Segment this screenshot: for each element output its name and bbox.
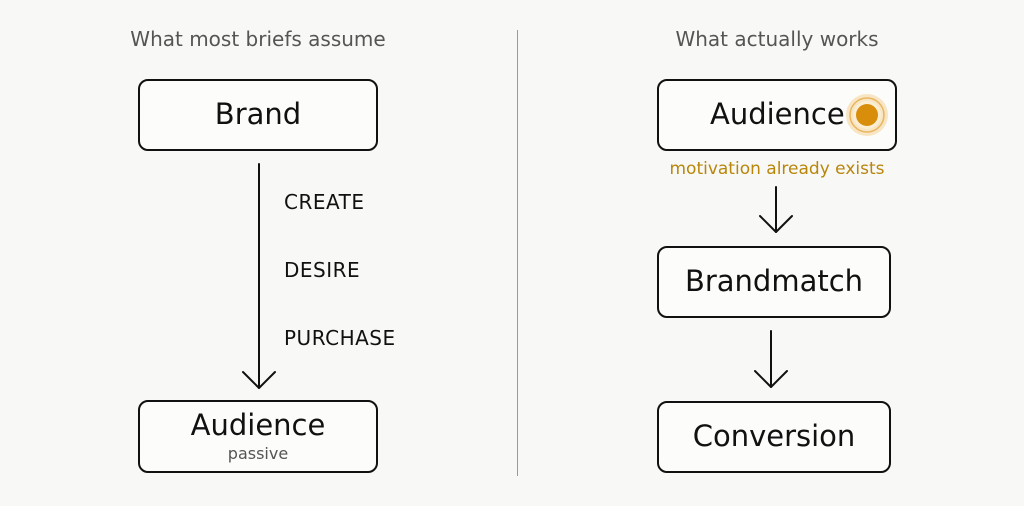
- brandmatch-box-label: Brandmatch: [684, 264, 864, 299]
- audience-box: Audience: [657, 79, 897, 151]
- left-long-arrow: [242, 163, 276, 389]
- conversion-box: Conversion: [657, 401, 891, 473]
- step-desire: DESIRE: [284, 258, 361, 282]
- brand-box-label: Brand: [214, 97, 302, 132]
- conversion-box-label: Conversion: [692, 419, 856, 454]
- passive-label: passive: [227, 443, 289, 463]
- brandmatch-box: Brandmatch: [657, 246, 891, 318]
- audience-box-label: Audience: [710, 97, 845, 132]
- brand-box: Brand: [138, 79, 378, 151]
- audience-passive-label: Audience: [190, 408, 326, 443]
- target-dot-icon: [844, 92, 890, 138]
- audience-to-brandmatch-arrow: [759, 186, 793, 233]
- step-create: CREATE: [284, 190, 365, 214]
- left-heading: What most briefs assume: [130, 27, 386, 51]
- column-divider: [517, 30, 518, 476]
- brandmatch-to-conversion-arrow: [754, 330, 788, 388]
- right-heading: What actually works: [675, 27, 879, 51]
- step-purchase: PURCHASE: [284, 326, 396, 350]
- audience-passive-box: Audience passive: [138, 400, 378, 473]
- motivation-annotation: motivation already exists: [669, 159, 885, 179]
